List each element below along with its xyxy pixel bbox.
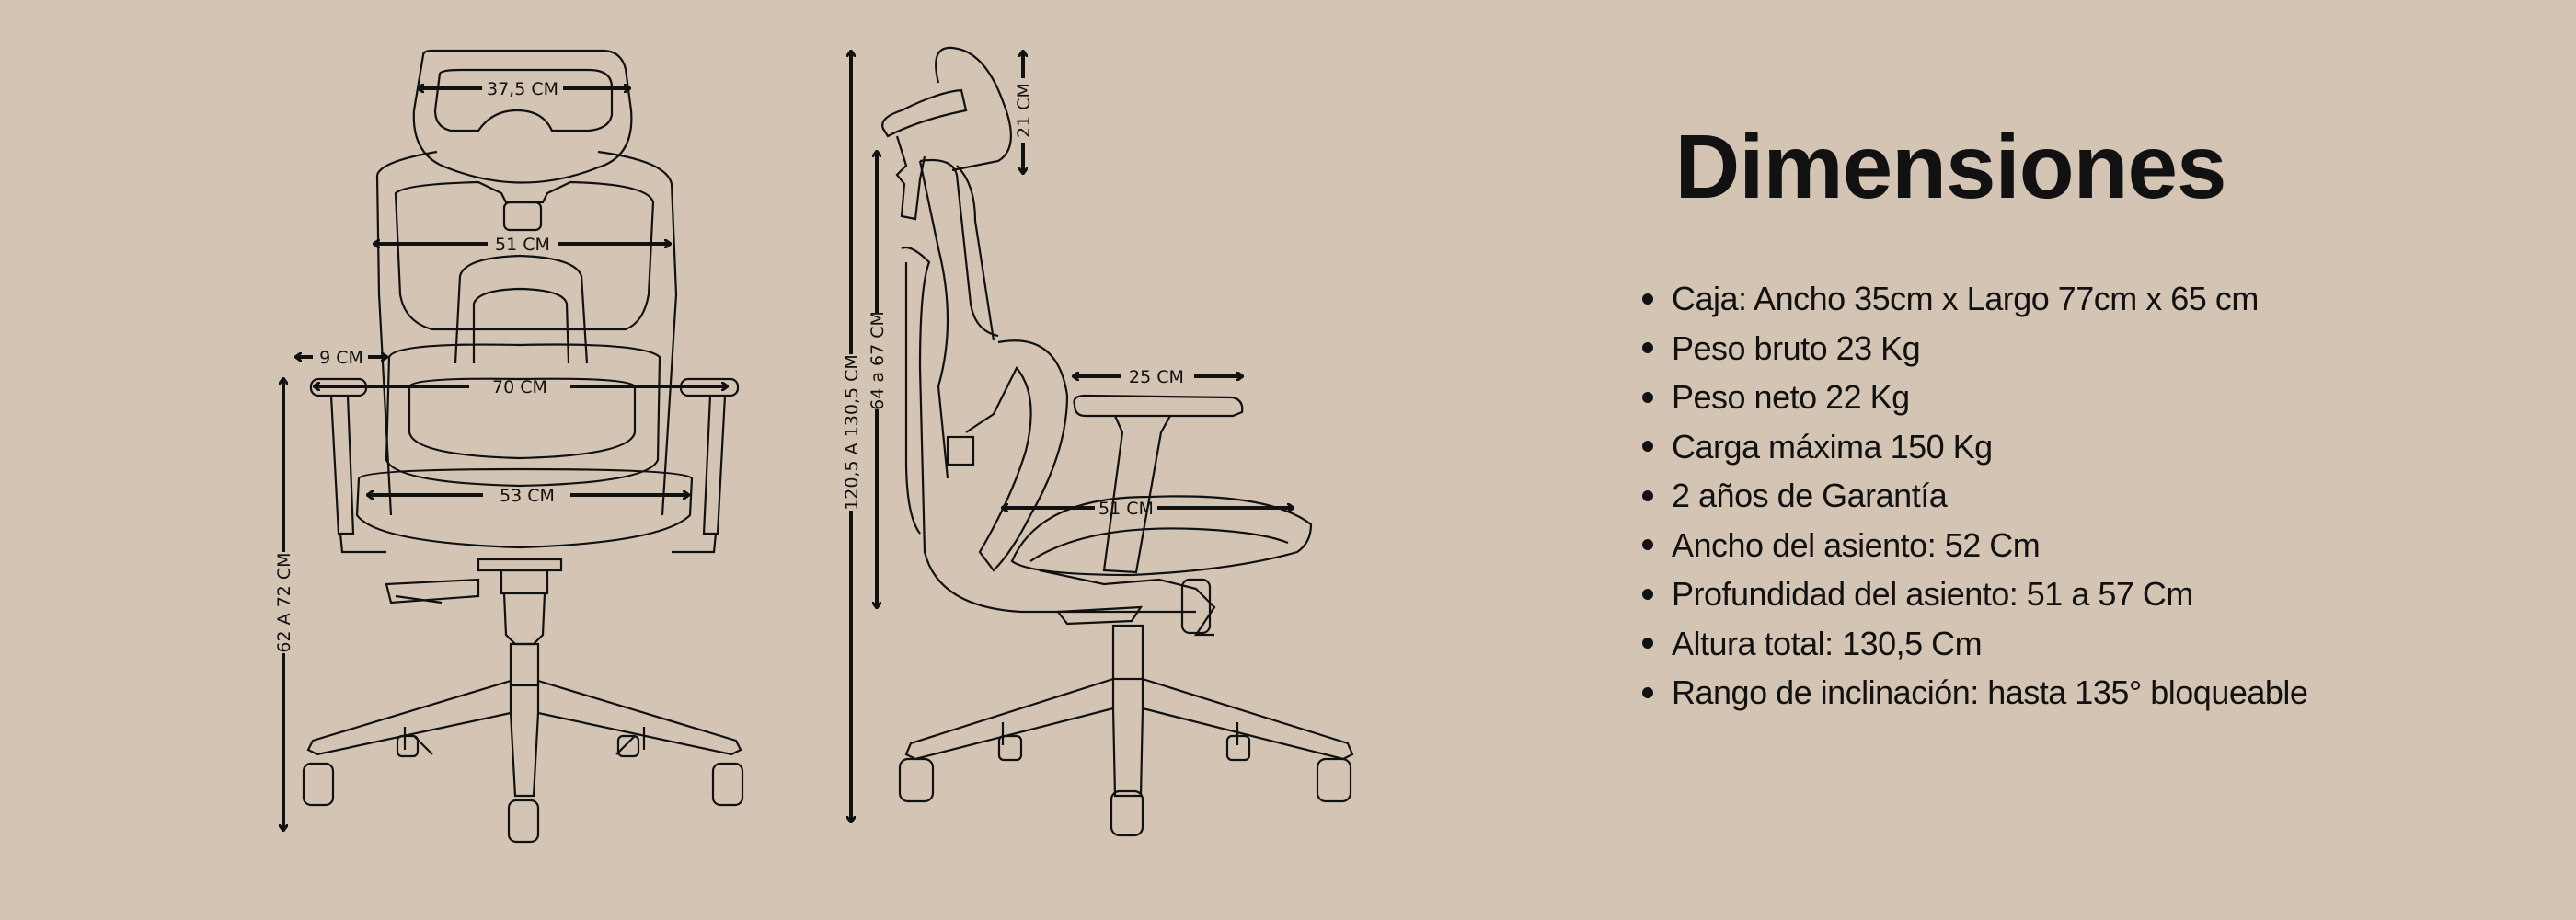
- spec-item: Carga máxima 150 Kg: [1642, 422, 2307, 472]
- side-chair-drawing: [881, 46, 1354, 837]
- front-dimensions: [283, 88, 727, 830]
- spec-text: Profundidad del asiento: 51 a 57 Cm: [1672, 575, 2193, 613]
- total-height-label: 120,5 A 130,5 CM: [842, 354, 862, 511]
- armrest-span-label: 70 CM: [492, 377, 547, 397]
- bullet-icon: [1642, 293, 1653, 305]
- bullet-icon: [1642, 539, 1653, 551]
- spec-text: Caja: Ancho 35cm x Largo 77cm x 65 cm: [1672, 280, 2259, 317]
- spec-text: 2 años de Garantía: [1672, 477, 1948, 514]
- seat-width-label: 53 CM: [500, 486, 555, 506]
- spec-text: Carga máxima 150 Kg: [1672, 427, 1993, 466]
- page-title: Dimensiones: [1674, 116, 2227, 217]
- spec-item: Peso bruto 23 Kg: [1642, 324, 2307, 374]
- armrest-depth-label: 25 CM: [1129, 367, 1184, 387]
- spec-text: Rango de inclinación: hasta 135° bloquea…: [1672, 673, 2308, 711]
- spec-text: Ancho del asiento: 52 Cm: [1672, 525, 2041, 564]
- spec-list: Caja: Ancho 35cm x Largo 77cm x 65 cm Pe…: [1642, 274, 2308, 718]
- bullet-icon: [1642, 588, 1653, 600]
- spec-text: Altura total: 130,5 Cm: [1672, 624, 1983, 662]
- backrest-width-label: 51 CM: [495, 235, 550, 255]
- spec-item: 2 años de Garantía: [1642, 471, 2307, 521]
- spec-item: Caja: Ancho 35cm x Largo 77cm x 65 cm: [1642, 274, 2307, 324]
- spec-item: Altura total: 130,5 Cm: [1642, 619, 2307, 669]
- bullet-icon: [1642, 489, 1653, 501]
- spec-text: Peso bruto 23 Kg: [1672, 328, 1921, 367]
- bullet-icon: [1642, 638, 1653, 650]
- bullet-icon: [1642, 686, 1653, 698]
- armrest-height-label: 62 A 72 CM: [274, 552, 294, 652]
- bullet-icon: [1642, 441, 1653, 453]
- headrest-width-label: 37,5 CM: [487, 79, 558, 99]
- bullet-icon: [1642, 342, 1653, 354]
- bullet-icon: [1642, 391, 1653, 403]
- seat-depth-label: 51 CM: [1098, 499, 1154, 519]
- armrest-offset-label: 9 CM: [319, 348, 363, 368]
- front-chair-drawing: [302, 49, 744, 844]
- spec-item: Peso neto 22 Kg: [1642, 373, 2307, 422]
- spec-item: Rango de inclinación: hasta 135° bloquea…: [1642, 668, 2308, 718]
- spec-item: Ancho del asiento: 52 Cm: [1642, 521, 2307, 570]
- side-dimensions: [851, 52, 1293, 822]
- spec-text: Peso neto 22 Kg: [1672, 378, 1910, 416]
- backrest-height-label: 64 a 67 CM: [868, 311, 888, 410]
- headrest-adjust-label: 21 CM: [1014, 83, 1034, 138]
- spec-item: Profundidad del asiento: 51 a 57 Cm: [1642, 569, 2307, 619]
